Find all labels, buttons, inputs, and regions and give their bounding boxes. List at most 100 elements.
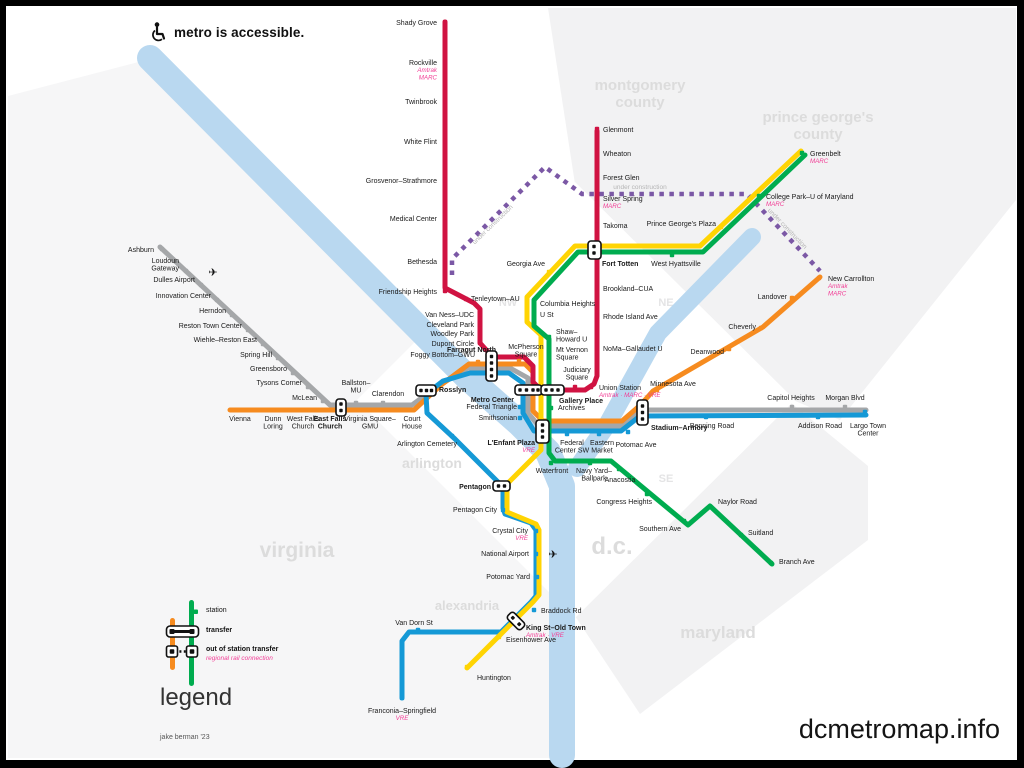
line-yellow xyxy=(464,148,804,671)
station-marker-tysons-corner xyxy=(305,384,311,390)
airplane-icon: ✈ xyxy=(548,549,557,561)
station-label-cleveland-park: Cleveland Park xyxy=(427,322,475,329)
station-label-potomac-yard: Potomac Yard xyxy=(486,574,530,581)
station-label-rhode-island-ave: Rhode Island Ave xyxy=(603,314,658,321)
station-marker-federal-center-sw xyxy=(564,431,570,437)
station-label-farragut-north: Farragut North xyxy=(447,347,496,354)
accessibility-note: metro is accessible. xyxy=(150,22,304,42)
station-marker-herndon xyxy=(229,312,235,318)
station-label-gallery-place: Gallery Place xyxy=(559,398,603,405)
station-marker-clarendon xyxy=(380,400,386,406)
region-label-d-c: d.c. xyxy=(591,533,632,560)
station-label-foggy-bottom-gwu: Foggy Bottom–GWU xyxy=(410,352,475,359)
station-marker-brookland-cua xyxy=(594,285,600,291)
legend-transfer-marker xyxy=(165,625,200,638)
transfer-marker-king-st xyxy=(506,611,526,631)
station-label-potomac-ave: Potomac Ave xyxy=(615,442,656,449)
region-dc-diamond xyxy=(357,182,795,618)
station-marker-crystal-city xyxy=(533,528,539,534)
station-label-shaw-howard-u: Shaw–Howard U xyxy=(556,329,587,344)
transfer-marker-pentagon xyxy=(492,480,511,492)
station-marker-glenmont xyxy=(594,126,600,132)
station-marker-white-flint xyxy=(442,138,448,144)
legend-title: legend xyxy=(160,684,233,711)
station-marker-suitland xyxy=(738,532,744,538)
station-marker-smithsonian xyxy=(517,415,523,421)
station-label-ballston-mu: Ballston–MU xyxy=(342,380,371,395)
station-label-southern-ave: Southern Ave xyxy=(639,526,681,533)
station-label-national-airport: National Airport xyxy=(481,551,529,558)
potomac-river xyxy=(137,45,575,768)
station-label-braddock-rd: Braddock Rd xyxy=(541,608,582,615)
station-marker-dunn-loring xyxy=(270,407,276,413)
station-label-vienna: Vienna xyxy=(229,416,251,423)
station-marker-deanwood xyxy=(726,346,732,352)
line-silver xyxy=(157,244,869,429)
compass-label-se: SE xyxy=(659,473,674,485)
legend-oos-transfer-marker xyxy=(165,645,199,658)
station-label-columbia-heights: Columbia Heights xyxy=(540,301,596,308)
station-marker-cheverly xyxy=(758,325,764,331)
station-marker-u-st xyxy=(531,311,537,317)
station-label-forest-glen: Forest Glen xyxy=(603,175,640,182)
station-marker-union-station xyxy=(588,384,594,390)
station-label-landover: Landover xyxy=(758,294,788,301)
accessibility-text: metro is accessible. xyxy=(174,24,305,40)
station-marker-anacostia xyxy=(616,466,622,472)
station-label-arlington-cemetery: Arlington Cemetery xyxy=(397,441,457,448)
station-marker-ballston-mu xyxy=(353,400,359,406)
map-credit: jake berman '23 xyxy=(160,734,210,741)
station-marker-loudoun-gateway xyxy=(183,268,189,274)
station-label-twinbrook: Twinbrook xyxy=(405,99,437,106)
station-label-addison-road: Addison Road xyxy=(798,423,842,430)
station-label-shady-grove: Shady Grove xyxy=(396,20,437,27)
transfer-marker-stadium-armory xyxy=(636,399,649,426)
station-marker-virginia-square-gmu xyxy=(366,407,372,413)
station-label-grosvenor-strathmore: Grosvenor–Strathmore xyxy=(366,178,437,185)
station-label-dulles-airport: Dulles Airport xyxy=(153,277,195,284)
region-label-alexandria: alexandria xyxy=(435,598,500,613)
under-construction-label: under construction xyxy=(613,184,667,191)
station-marker-capitol-heights xyxy=(789,404,795,410)
station-label-cheverly: Cheverly xyxy=(728,324,756,331)
station-marker-rockville xyxy=(442,59,448,65)
station-label-dupont-circle: Dupont Circle xyxy=(432,341,475,348)
station-label-van-dorn-st: Van Dorn St xyxy=(395,620,433,627)
station-label-waterfront: Waterfront xyxy=(536,468,568,475)
compass-label-nw: NW xyxy=(499,297,518,309)
station-label-naylor-road: Naylor Road xyxy=(718,499,757,506)
transfer-marker-gallery-place xyxy=(540,384,565,396)
station-marker-takoma xyxy=(594,222,600,228)
station-marker-naylor-road xyxy=(707,504,713,510)
station-marker-wiehle-reston-east xyxy=(260,341,266,347)
station-label-tenleytown-au: Tenleytown–AU xyxy=(471,296,520,303)
station-marker-morgan-blvd xyxy=(842,404,848,410)
station-label-takoma: Takoma xyxy=(603,223,628,230)
station-label-west-hyattsville: West Hyattsville xyxy=(651,261,701,268)
station-label-morgan-blvd: Morgan Blvd xyxy=(825,395,864,402)
station-marker-greensboro xyxy=(290,370,296,376)
station-marker-waterfront xyxy=(548,460,554,466)
station-marker-franconia-springfield xyxy=(399,695,405,701)
station-label-brookland-cua: Brookland–CUA xyxy=(603,286,654,293)
station-label-medical-center: Medical Center xyxy=(390,216,438,223)
station-label-suitland: Suitland xyxy=(748,530,773,537)
station-label-pentagon: Pentagon xyxy=(459,484,491,491)
legend: station transfer out of station transfer… xyxy=(158,596,388,756)
wheelchair-icon xyxy=(152,22,166,42)
station-marker-vienna xyxy=(234,407,240,413)
station-marker-huntington xyxy=(464,664,470,670)
station-label-georgia-ave: Georgia Ave xyxy=(507,261,546,268)
station-label-metro-center: Metro Center xyxy=(471,397,514,404)
